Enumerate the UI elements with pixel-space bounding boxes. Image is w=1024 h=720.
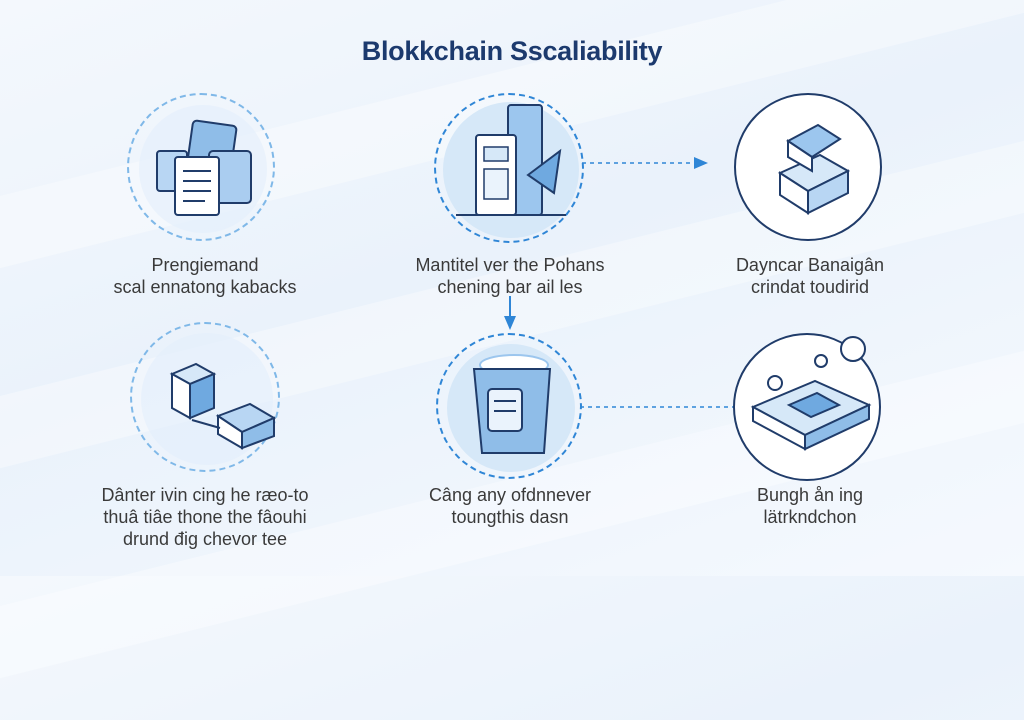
node-label: Bungh ån ing lätrkndchon — [756, 485, 864, 527]
diagram-title: Blokkchain Sscaliability — [361, 36, 663, 66]
node-ring — [434, 93, 584, 243]
node-ring — [734, 93, 882, 241]
connectors — [504, 157, 735, 408]
node-label: Mantitel ver the Pohans chening bar ail … — [415, 255, 605, 297]
node-ring — [130, 322, 280, 472]
node-ring — [436, 333, 582, 479]
node-ring — [127, 93, 275, 241]
boxes-icon — [777, 123, 851, 215]
node-ring — [733, 333, 881, 481]
node-label: Dayncar Banaigân crindat toudirid — [735, 255, 885, 297]
linked-blocks-icon — [141, 333, 277, 465]
node-label: Dânter ivin cing he ræo-to thuâ tiâe tho… — [101, 485, 309, 549]
node-label: Câng any ofdnnever toungthis dasn — [428, 485, 592, 527]
node-label: Prengiemand scal ennatong kabacks — [113, 255, 297, 297]
documents-stack-icon — [139, 105, 267, 233]
storage-bin-icon — [447, 344, 575, 472]
arrowhead-n3 — [694, 157, 708, 169]
arrowhead-n5 — [504, 316, 516, 330]
server-tower-icon — [443, 102, 579, 238]
tray-icon — [750, 336, 872, 451]
